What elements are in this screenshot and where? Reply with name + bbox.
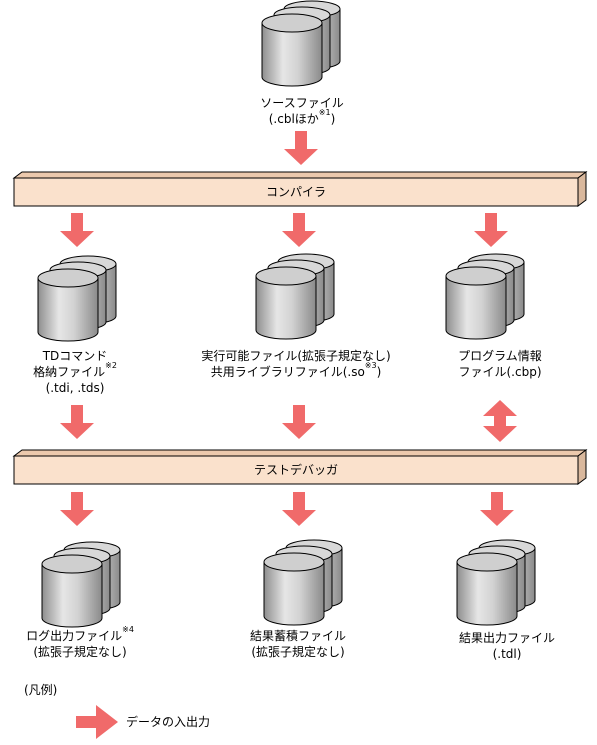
compiler-bar bbox=[12, 171, 588, 207]
arrow-exe-to-debugger bbox=[282, 405, 316, 439]
legend-arrow-icon bbox=[76, 705, 118, 739]
arrow-td-to-debugger bbox=[60, 405, 94, 439]
program-info-file-disk-icon bbox=[445, 253, 525, 340]
test-debugger-label: テストデバッガ bbox=[253, 463, 338, 477]
log-output-file-label: ログ出力ファイル※4 (拡張子規定なし) bbox=[26, 625, 134, 660]
legend-arrow-label: データの入出力 bbox=[126, 715, 211, 729]
result-output-file-label: 結果出力ファイル (.tdl) bbox=[458, 631, 555, 661]
td-command-file-label: TDコマンド 格納ファイル※2 (.tdi, .tds) bbox=[33, 349, 117, 395]
test-debugger-bar bbox=[12, 449, 588, 485]
result-store-file-disk-icon bbox=[263, 539, 343, 626]
td-command-file-disk-icon bbox=[37, 255, 117, 342]
arrow-compiler-to-td bbox=[60, 213, 94, 247]
source-file-disk-icon bbox=[261, 0, 341, 87]
arrow-debugger-to-output bbox=[480, 492, 514, 526]
legend-title: (凡例) bbox=[24, 683, 58, 697]
arrow-compiler-to-cbp bbox=[474, 213, 508, 247]
program-info-file-label: プログラム情報 ファイル(.cbp) bbox=[458, 349, 542, 379]
arrow-debugger-to-log bbox=[60, 492, 94, 526]
source-file-label: ソースファイル (.cblほか※1) bbox=[260, 96, 344, 126]
arrow-debugger-to-store bbox=[282, 492, 316, 526]
compiler-label: コンパイラ bbox=[265, 185, 326, 199]
executable-file-disk-icon bbox=[255, 253, 335, 340]
result-store-file-label: 結果蓄積ファイル (拡張子規定なし) bbox=[249, 629, 346, 659]
executable-file-label: 実行可能ファイル(拡張子規定なし) 共用ライブラリファイル(.so※3) bbox=[201, 349, 391, 379]
result-output-file-disk-icon bbox=[456, 539, 536, 626]
log-output-file-disk-icon bbox=[41, 541, 121, 628]
arrow-compiler-to-exe bbox=[282, 213, 316, 247]
arrow-source-to-compiler bbox=[284, 131, 318, 165]
arrow-bidirectional-cbp bbox=[483, 400, 517, 442]
